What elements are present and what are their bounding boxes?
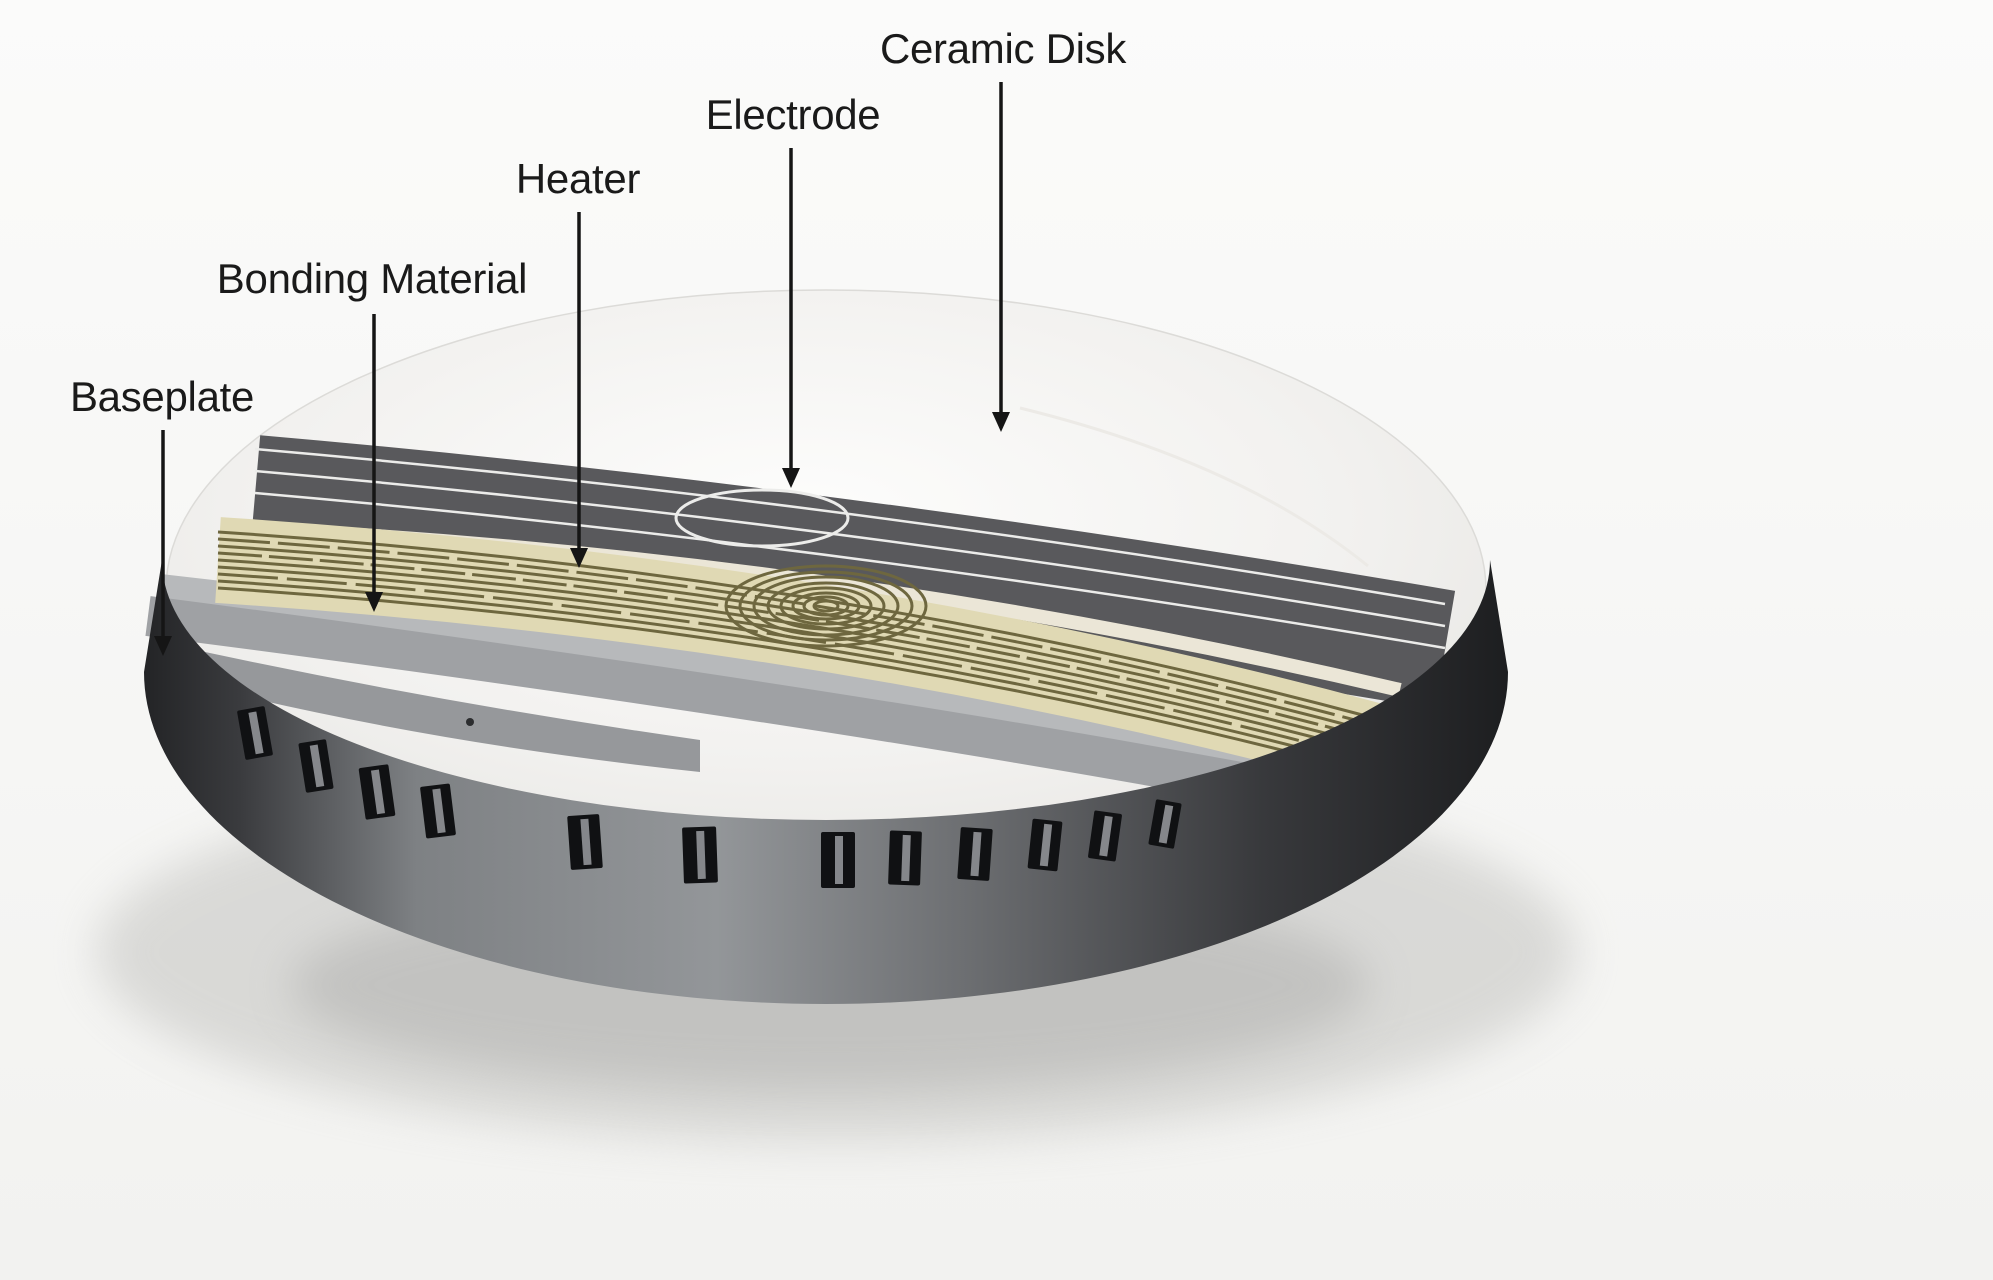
baseplate-wall [144, 560, 1508, 1004]
electrode-layer [249, 435, 1456, 710]
arrow-bonding-material [365, 314, 383, 612]
heater-layer [215, 517, 1382, 787]
baseplate-pin-hole [466, 718, 474, 726]
arrow-ceramic-disk [992, 82, 1010, 432]
callout-arrows [154, 82, 1010, 656]
electrode-pattern-arcs [254, 447, 1446, 650]
arrow-heater [570, 212, 588, 568]
electrode-center-ring [674, 488, 850, 548]
electrode-band [249, 435, 1456, 710]
ceramic-reflection-arc [1019, 406, 1369, 568]
baseplate-wall-holes [237, 706, 1182, 888]
baseplate-top-wedge [146, 640, 700, 772]
baseplate-wall-face [144, 560, 1508, 1004]
arrow-electrode [782, 148, 800, 488]
arrow-baseplate [154, 430, 172, 656]
baseplate-top-band [145, 596, 1314, 815]
bonding-layer-band [157, 574, 1334, 798]
heater-center-bullseye [724, 564, 928, 648]
